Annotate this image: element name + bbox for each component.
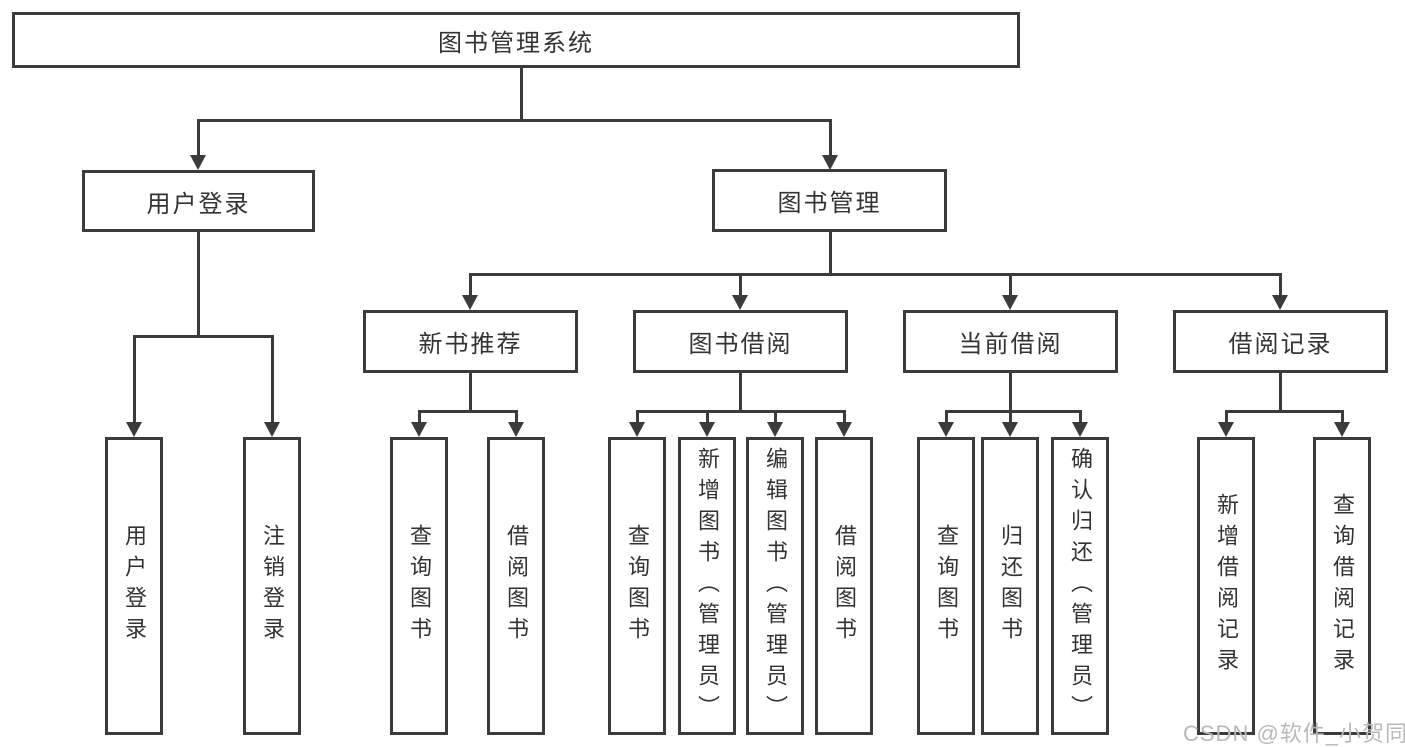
arrowhead-d2 (1002, 422, 1018, 437)
arrowhead-c2 (699, 422, 715, 437)
connector-currentborrow-stem (1009, 371, 1012, 410)
leaf-query-borrow-record-label: 查询借阅记录 (1330, 493, 1355, 679)
connector-drop-book-borrowing (739, 273, 742, 297)
node-new-book-recommend: 新书推荐 (363, 310, 578, 373)
connector-drop-e2 (1341, 410, 1344, 423)
node-book-management-label: 图书管理 (777, 190, 882, 217)
node-current-borrowing-label: 当前借阅 (958, 331, 1063, 358)
leaf-query-books-current-label: 查询图书 (934, 524, 959, 648)
leaf-logout: 注销登录 (243, 437, 301, 735)
leaf-query-books-borrow: 查询图书 (608, 437, 666, 735)
leaf-edit-books-admin: 编辑图书（管理员） (746, 437, 804, 735)
node-current-borrowing: 当前借阅 (903, 310, 1118, 373)
leaf-borrow-books-recommend-label: 借阅图书 (504, 524, 529, 648)
arrowhead-b2 (508, 422, 524, 437)
node-new-book-recommend-label: 新书推荐 (418, 331, 523, 358)
leaf-user-login: 用户登录 (105, 437, 163, 735)
leaf-return-books: 归还图书 (981, 437, 1039, 735)
connector-drop-leaf-user-login (133, 335, 136, 423)
arrowhead-c1 (629, 422, 645, 437)
connector-bookborrow-rail (636, 410, 846, 413)
leaf-query-books-recommend-label: 查询图书 (407, 524, 432, 648)
connector-drop-borrowing-records (1279, 273, 1282, 297)
node-book-borrowing: 图书借阅 (633, 310, 848, 373)
node-borrowing-records: 借阅记录 (1173, 310, 1388, 373)
leaf-borrow-books: 借阅图书 (815, 437, 873, 735)
node-library-system-label: 图书管理系统 (438, 29, 594, 57)
connector-drop-b2 (515, 410, 518, 423)
connector-drop-new-book (469, 273, 472, 297)
arrowhead-d1 (938, 422, 954, 437)
arrowhead-c4 (836, 422, 852, 437)
arrowhead-b1 (411, 422, 427, 437)
connector-newbook-stem (469, 371, 472, 410)
connector-bookmgmt-rail (469, 273, 1282, 276)
leaf-add-borrow-record: 新增借阅记录 (1197, 437, 1255, 735)
leaf-logout-label: 注销登录 (260, 524, 285, 648)
leaf-add-books-admin: 新增图书（管理员） (678, 437, 736, 735)
leaf-return-books-label: 归还图书 (998, 524, 1023, 648)
connector-userlogin-rail (133, 335, 274, 338)
connector-records-rail (1225, 410, 1344, 413)
arrowhead-c3 (767, 422, 783, 437)
connector-drop-b1 (418, 410, 421, 423)
leaf-query-borrow-record: 查询借阅记录 (1313, 437, 1371, 735)
leaf-query-books-recommend: 查询图书 (390, 437, 448, 735)
leaf-query-books-current: 查询图书 (917, 437, 975, 735)
connector-drop-current-borrowing (1009, 273, 1012, 297)
connector-bookborrow-stem (739, 371, 742, 410)
leaf-borrow-books-recommend: 借阅图书 (487, 437, 545, 735)
connector-root-rail (197, 119, 832, 122)
leaf-user-login-label: 用户登录 (122, 524, 147, 648)
connector-newbook-rail (418, 410, 518, 413)
arrowhead-leaf-logout (264, 422, 280, 437)
node-library-system: 图书管理系统 (12, 12, 1020, 68)
arrowhead-borrowing-records (1272, 295, 1288, 310)
node-user-login-label: 用户登录 (146, 190, 251, 218)
csdn-watermark: CSDN @软件_小贺同学 (1183, 721, 1405, 746)
leaf-confirm-return-admin-label: 确认归还（管理员） (1068, 446, 1093, 726)
connector-drop-d2 (1009, 410, 1012, 423)
connector-drop-e1 (1225, 410, 1228, 423)
connector-drop-c2 (706, 410, 709, 423)
node-user-login: 用户登录 (82, 170, 315, 232)
node-book-borrowing-label: 图书借阅 (688, 331, 793, 358)
leaf-confirm-return-admin: 确认归还（管理员） (1051, 437, 1109, 735)
connector-currentborrow-rail (945, 410, 1082, 413)
arrowhead-d3 (1072, 422, 1088, 437)
leaf-edit-books-admin-label: 编辑图书（管理员） (763, 446, 788, 726)
arrowhead-user-login (190, 155, 206, 170)
connector-userlogin-stem (197, 230, 200, 335)
connector-drop-c4 (843, 410, 846, 423)
connector-drop-leaf-logout (271, 335, 274, 423)
arrowhead-book-borrowing (732, 295, 748, 310)
leaf-add-borrow-record-label: 新增借阅记录 (1214, 493, 1239, 679)
connector-drop-user-login (197, 119, 200, 157)
connector-records-stem (1279, 371, 1282, 410)
connector-drop-book-management (829, 119, 832, 157)
connector-bookmgmt-stem (829, 230, 832, 273)
arrowhead-book-management (822, 155, 838, 170)
arrowhead-leaf-user-login (126, 422, 142, 437)
arrowhead-new-book (462, 295, 478, 310)
leaf-borrow-books-label: 借阅图书 (832, 524, 857, 648)
arrowhead-current-borrowing (1002, 295, 1018, 310)
connector-root-stem (520, 66, 523, 119)
connector-drop-d1 (945, 410, 948, 423)
connector-drop-c3 (774, 410, 777, 423)
node-borrowing-records-label: 借阅记录 (1228, 331, 1333, 358)
arrowhead-e1 (1218, 422, 1234, 437)
node-book-management: 图书管理 (712, 169, 947, 232)
arrowhead-e2 (1334, 422, 1350, 437)
leaf-add-books-admin-label: 新增图书（管理员） (695, 446, 720, 726)
leaf-query-books-borrow-label: 查询图书 (625, 524, 650, 648)
connector-drop-c1 (636, 410, 639, 423)
connector-drop-d3 (1079, 410, 1082, 423)
